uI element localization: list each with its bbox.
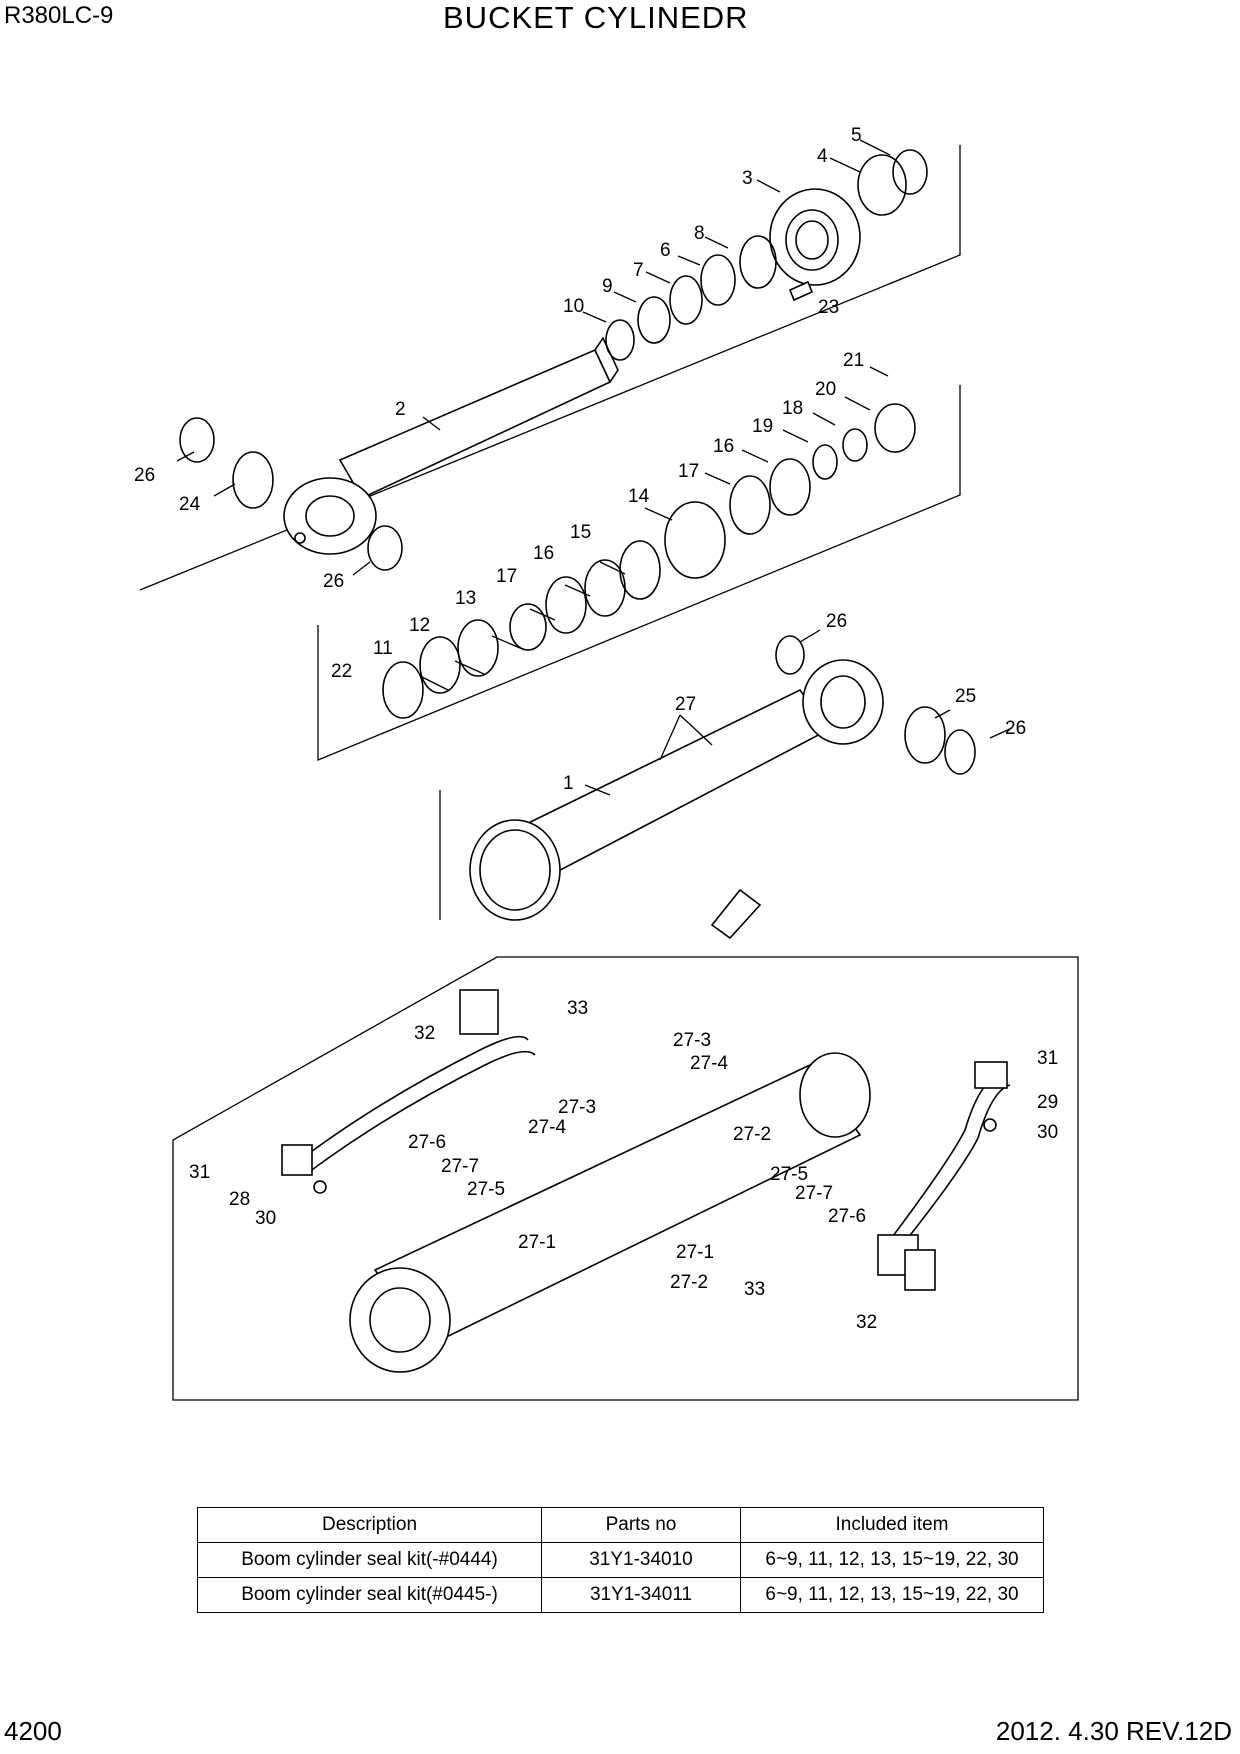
row-description: Boom cylinder seal kit(-#0444) bbox=[197, 1542, 542, 1578]
callout-13: 13 bbox=[455, 588, 476, 609]
callout-27-1a: 27-1 bbox=[518, 1232, 556, 1253]
callout-17b: 17 bbox=[678, 461, 699, 482]
rod-panel-outline bbox=[139, 145, 961, 591]
callout-27-5a: 27-5 bbox=[467, 1179, 505, 1200]
seal-kit-table: Description Parts no Included item Boom … bbox=[197, 1507, 1044, 1613]
table-header-row: Description Parts no Included item bbox=[197, 1507, 1044, 1543]
callout-28: 28 bbox=[229, 1189, 250, 1210]
callout-27-2b: 27-2 bbox=[670, 1272, 708, 1293]
callout-20: 20 bbox=[815, 379, 836, 400]
callout-27: 27 bbox=[675, 694, 696, 715]
row-parts-no: 31Y1-34011 bbox=[541, 1577, 741, 1613]
callout-33a: 33 bbox=[567, 998, 588, 1019]
row-description: Boom cylinder seal kit(#0445-) bbox=[197, 1577, 542, 1613]
callout-16b: 16 bbox=[713, 436, 734, 457]
callout-18: 18 bbox=[782, 398, 803, 419]
callouts: 1 2 3 4 5 6 7 8 9 10 11 12 13 14 15 16 1… bbox=[134, 125, 1058, 1333]
callout-30a: 30 bbox=[255, 1208, 276, 1229]
callout-26c: 26 bbox=[826, 611, 847, 632]
callout-10: 10 bbox=[563, 296, 584, 317]
callout-32b: 32 bbox=[856, 1312, 877, 1333]
revision-date: 2012. 4.30 REV.12D bbox=[995, 1716, 1232, 1746]
row-parts-no: 31Y1-34010 bbox=[541, 1542, 741, 1578]
piston-rod bbox=[283, 336, 619, 555]
callout-27-7b: 27-7 bbox=[795, 1183, 833, 1204]
piping-panel-outline bbox=[172, 956, 1079, 1401]
callout-1: 1 bbox=[563, 773, 574, 794]
table-row: Boom cylinder seal kit(#0445-) 31Y1-3401… bbox=[197, 1577, 1044, 1613]
header-parts-no: Parts no bbox=[541, 1507, 741, 1543]
cylinder-with-piping bbox=[281, 989, 1011, 1373]
callout-2: 2 bbox=[395, 399, 406, 420]
callout-6: 6 bbox=[660, 240, 671, 261]
callout-8: 8 bbox=[694, 223, 705, 244]
page-title: BUCKET CYLINEDR bbox=[443, 0, 749, 35]
rod-head bbox=[769, 188, 861, 286]
page-number: 4200 bbox=[4, 1716, 62, 1746]
callout-29: 29 bbox=[1037, 1092, 1058, 1113]
callout-12: 12 bbox=[409, 615, 430, 636]
callout-26a: 26 bbox=[134, 465, 155, 486]
callout-14: 14 bbox=[628, 486, 650, 507]
row-included-item: 6~9, 11, 12, 13, 15~19, 22, 30 bbox=[740, 1542, 1044, 1578]
callout-27-4b: 27-4 bbox=[528, 1117, 566, 1138]
callout-15: 15 bbox=[570, 522, 591, 543]
callout-4: 4 bbox=[817, 146, 828, 167]
leader-lines bbox=[176, 139, 1013, 796]
callout-5: 5 bbox=[851, 125, 862, 146]
piston-panel-outline bbox=[317, 385, 961, 761]
callout-25: 25 bbox=[955, 686, 976, 707]
exploded-parts-diagram: 1 2 3 4 5 6 7 8 9 10 11 12 13 14 15 16 1… bbox=[134, 125, 1079, 1401]
callout-27-3a: 27-3 bbox=[673, 1030, 711, 1051]
callout-7: 7 bbox=[633, 260, 644, 281]
callout-27-4a: 27-4 bbox=[690, 1053, 728, 1074]
callout-26d: 26 bbox=[1005, 718, 1026, 739]
row-included-item: 6~9, 11, 12, 13, 15~19, 22, 30 bbox=[740, 1577, 1044, 1613]
callout-21: 21 bbox=[843, 350, 864, 371]
callout-27-1b: 27-1 bbox=[676, 1242, 714, 1263]
callout-31a: 31 bbox=[189, 1162, 210, 1183]
callout-11: 11 bbox=[373, 638, 393, 659]
callout-19: 19 bbox=[752, 416, 773, 437]
callout-33b: 33 bbox=[744, 1279, 765, 1300]
callout-27-2a: 27-2 bbox=[733, 1124, 771, 1145]
header-included-item: Included item bbox=[740, 1507, 1044, 1543]
rod-seals bbox=[179, 149, 928, 571]
callout-32a: 32 bbox=[414, 1023, 435, 1044]
callout-22: 22 bbox=[331, 661, 352, 682]
callout-27-7a: 27-7 bbox=[441, 1156, 479, 1177]
piston-parts bbox=[382, 403, 916, 719]
callout-27-6b: 27-6 bbox=[828, 1206, 866, 1227]
callout-9: 9 bbox=[602, 276, 613, 297]
callout-17a: 17 bbox=[496, 566, 517, 587]
callout-16a: 16 bbox=[533, 543, 554, 564]
cylinder-tube bbox=[469, 635, 976, 940]
callout-31b: 31 bbox=[1037, 1048, 1058, 1069]
table-row: Boom cylinder seal kit(-#0444) 31Y1-3401… bbox=[197, 1542, 1044, 1578]
callout-27-5b: 27-5 bbox=[770, 1164, 808, 1185]
callout-3: 3 bbox=[742, 168, 753, 189]
callout-24: 24 bbox=[179, 494, 201, 515]
callout-27-6a: 27-6 bbox=[408, 1132, 446, 1153]
model-name: R380LC-9 bbox=[4, 2, 114, 29]
callout-30b: 30 bbox=[1037, 1122, 1058, 1143]
callout-26b: 26 bbox=[323, 571, 344, 592]
callout-27-3b: 27-3 bbox=[558, 1097, 596, 1118]
header-description: Description bbox=[197, 1507, 542, 1543]
callout-23: 23 bbox=[818, 297, 839, 318]
